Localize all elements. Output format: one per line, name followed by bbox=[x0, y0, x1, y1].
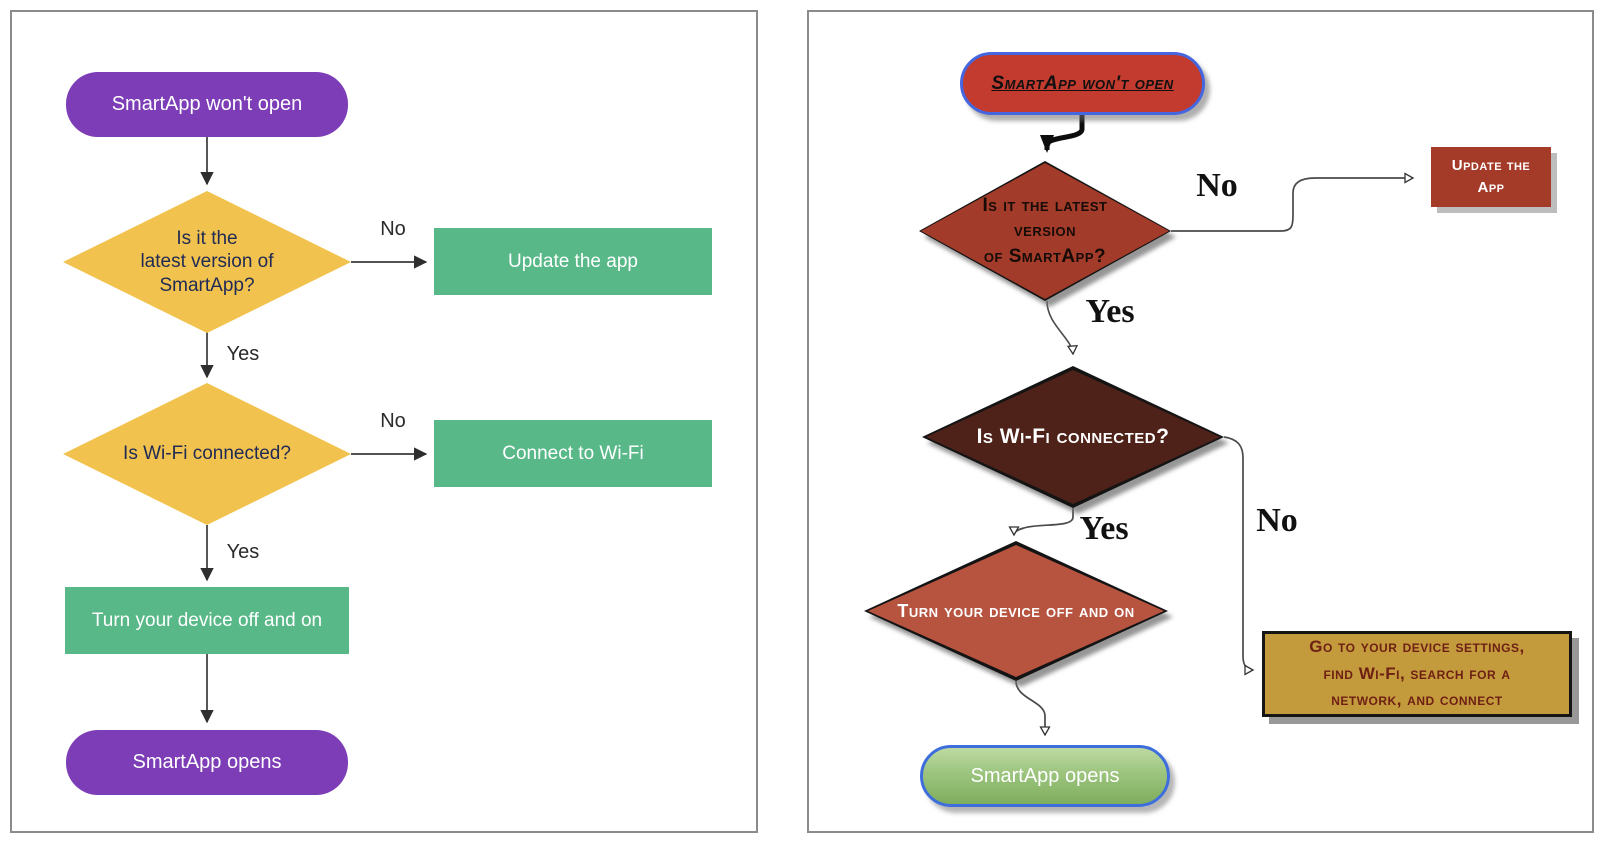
start-terminator: SmartApp won't open bbox=[960, 52, 1205, 115]
start-terminator: SmartApp won't open bbox=[66, 72, 348, 137]
end-label: SmartApp opens bbox=[132, 751, 282, 773]
connect-action: Connect to Wi-Fi bbox=[434, 420, 712, 487]
edge-label-yes-2: Yes bbox=[1079, 510, 1129, 547]
restart-decision-label: Turn your device off and on bbox=[897, 600, 1135, 621]
edge-label-yes-1: Yes bbox=[226, 343, 260, 365]
edge-label-yes-1: Yes bbox=[1085, 293, 1135, 330]
update-action: Update the App bbox=[1431, 147, 1551, 207]
settings-action-label: Go to your device settings, find Wi-Fi, … bbox=[1309, 637, 1525, 710]
restart-decision: Turn your device off and on bbox=[864, 541, 1168, 681]
right-connector-layer bbox=[809, 115, 1588, 827]
settings-action: Go to your device settings, find Wi-Fi, … bbox=[1262, 631, 1572, 717]
connect-action-label: Connect to Wi-Fi bbox=[502, 442, 644, 464]
end-terminator: SmartApp opens bbox=[66, 730, 348, 795]
edge-label-no-1: No bbox=[380, 218, 406, 240]
restart-action: Turn your device off and on bbox=[65, 587, 349, 654]
version-decision-label: Is it the latest version of SmartApp? bbox=[982, 194, 1108, 267]
end-terminator: SmartApp opens bbox=[920, 745, 1170, 807]
wifi-decision-label: Is Wi-Fi connected? bbox=[123, 443, 291, 465]
version-decision: Is it the latest version of SmartApp? bbox=[919, 161, 1171, 301]
update-action: Update the app bbox=[434, 228, 712, 295]
left-connector-layer bbox=[200, 137, 428, 724]
edge-label-no-2: No bbox=[1256, 502, 1298, 539]
version-decision-label: Is it the latest version of SmartApp? bbox=[140, 228, 274, 296]
edge-label-yes-2: Yes bbox=[226, 541, 260, 563]
restart-action-label: Turn your device off and on bbox=[91, 609, 323, 631]
wifi-decision: Is Wi-Fi connected? bbox=[922, 366, 1224, 508]
start-label: SmartApp won't open bbox=[991, 72, 1174, 94]
right-flowchart-panel: SmartApp won't open Is it the latest ver… bbox=[807, 10, 1594, 833]
wifi-decision-label: Is Wi-Fi connected? bbox=[976, 424, 1170, 448]
edge-version-no-to-update bbox=[1171, 178, 1413, 232]
edge-label-no-1: No bbox=[1196, 167, 1238, 204]
edge-label-no-2: No bbox=[380, 410, 406, 432]
update-action-label: Update the app bbox=[508, 250, 638, 272]
edge-start-to-version bbox=[1040, 115, 1085, 153]
edge-restart-to-end bbox=[1015, 680, 1045, 735]
edge-wifi-no-to-settings bbox=[1223, 436, 1253, 670]
start-label: SmartApp won't open bbox=[111, 93, 303, 115]
update-action-label: Update the App bbox=[1451, 156, 1531, 197]
edge-wifi-yes-to-restart bbox=[1014, 508, 1074, 535]
edge-version-yes-to-wifi bbox=[1046, 300, 1073, 354]
left-flowchart-panel: SmartApp won't open Is it the latest ver… bbox=[10, 10, 758, 833]
end-label: SmartApp opens bbox=[970, 764, 1120, 787]
